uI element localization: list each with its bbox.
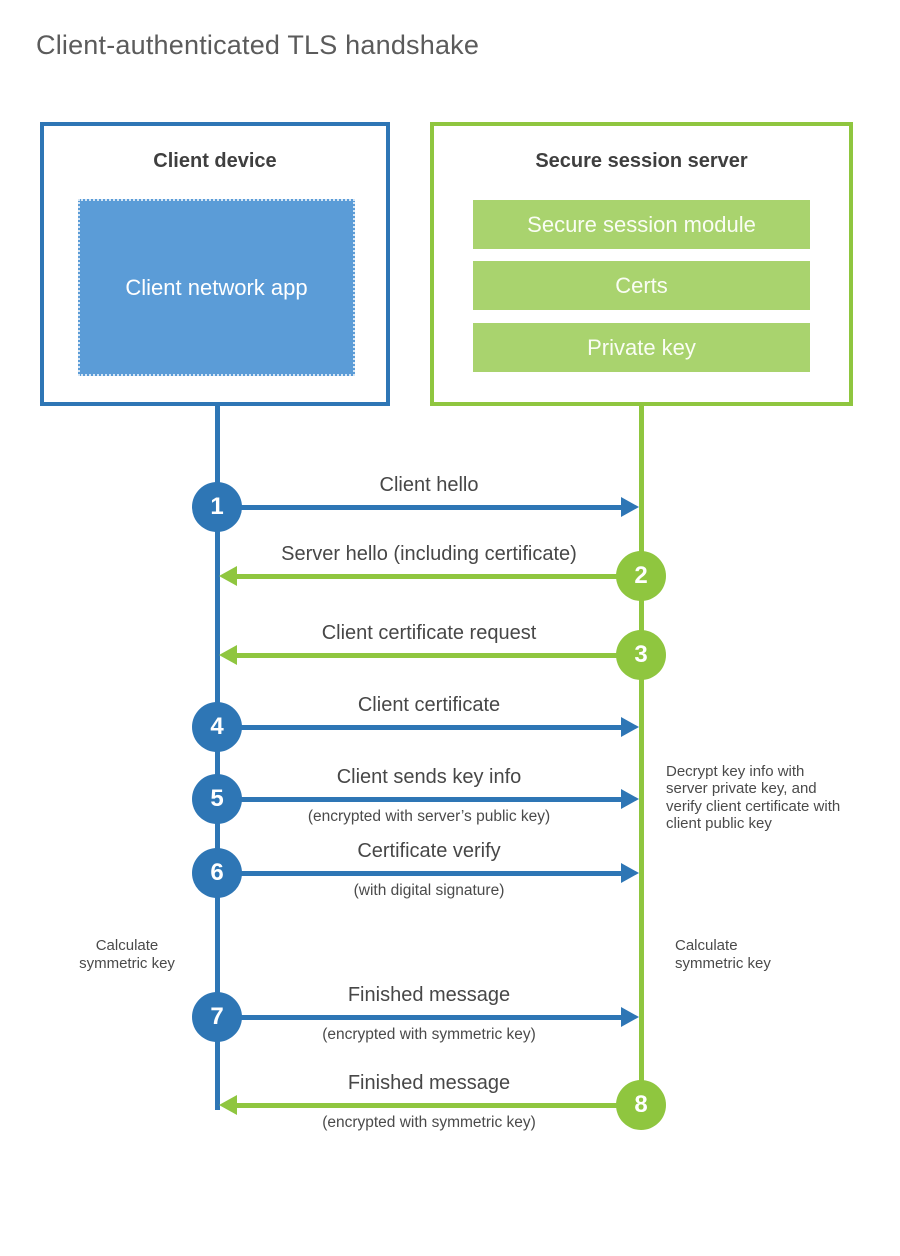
handshake-step-2: Server hello (including certificate) 2 — [0, 531, 900, 621]
client-calculate-symmetric-key-note: Calculate symmetric key — [79, 937, 175, 972]
step-label: Client hello — [379, 474, 479, 496]
step-number-badge: 5 — [192, 774, 242, 824]
step-label: Client certificate — [357, 694, 501, 716]
secure-session-server-box: Secure session server Secure session mod… — [430, 122, 853, 406]
step-label: Client sends key info — [336, 766, 522, 788]
arrow-head-right-icon — [621, 1007, 639, 1027]
step-sublabel: (encrypted with server’s public key) — [307, 808, 551, 825]
step-label: Finished message — [347, 984, 511, 1006]
arrow-head-left-icon — [219, 566, 237, 586]
handshake-step-1: Client hello 1 — [0, 462, 900, 552]
arrow-shaft — [217, 505, 623, 510]
handshake-step-4: Client certificate 4 — [0, 682, 900, 772]
step-number-badge: 3 — [616, 630, 666, 680]
step-label: Finished message — [347, 1072, 511, 1094]
client-lifeline — [215, 404, 220, 1110]
arrow-head-left-icon — [219, 645, 237, 665]
arrow-head-right-icon — [621, 789, 639, 809]
step-number-badge: 2 — [616, 551, 666, 601]
step-number-badge: 1 — [192, 482, 242, 532]
step-label: Certificate verify — [357, 840, 501, 862]
arrow-shaft — [217, 871, 623, 876]
client-device-title: Client device — [153, 150, 277, 172]
server-decrypt-note: Decrypt key info with server private key… — [666, 763, 841, 832]
step-sublabel: (encrypted with symmetric key) — [322, 1026, 536, 1043]
arrow-head-right-icon — [621, 497, 639, 517]
server-calculate-symmetric-key-note: Calculate symmetric key — [675, 937, 771, 972]
handshake-step-7: Finished message 7 (encrypted with symme… — [0, 972, 900, 1062]
step-number-badge: 7 — [192, 992, 242, 1042]
step-number-badge: 4 — [192, 702, 242, 752]
arrow-shaft — [236, 574, 641, 579]
server-lifeline — [639, 404, 644, 1105]
arrow-shaft — [217, 1015, 623, 1020]
secure-session-server-title: Secure session server — [535, 150, 748, 172]
client-device-box: Client device Client network app — [40, 122, 390, 406]
arrow-shaft — [236, 1103, 641, 1108]
arrow-shaft — [217, 725, 623, 730]
arrow-shaft — [217, 797, 623, 802]
arrow-head-right-icon — [621, 863, 639, 883]
handshake-step-8: Finished message 8 (encrypted with symme… — [0, 1060, 900, 1150]
arrow-head-right-icon — [621, 717, 639, 737]
handshake-step-5: Client sends key info 5 (encrypted with … — [0, 754, 900, 844]
step-sublabel: (encrypted with symmetric key) — [322, 1114, 536, 1131]
client-network-app-block: Client network app — [78, 199, 355, 376]
handshake-step-6: Certificate verify 6 (with digital signa… — [0, 828, 900, 918]
arrow-shaft — [236, 653, 641, 658]
step-label: Server hello (including certificate) — [281, 543, 577, 565]
page-title: Client-authenticated TLS handshake — [36, 30, 480, 60]
step-label: Client certificate request — [321, 622, 537, 644]
step-number-badge: 8 — [616, 1080, 666, 1130]
arrow-head-left-icon — [219, 1095, 237, 1115]
client-network-app-label: Client network app — [125, 274, 308, 300]
step-number-badge: 6 — [192, 848, 242, 898]
handshake-step-3: Client certificate request 3 — [0, 610, 900, 700]
server-module-bar: Private key — [473, 323, 810, 372]
server-module-bar: Secure session module — [473, 200, 810, 249]
step-sublabel: (with digital signature) — [353, 882, 505, 899]
server-module-bar: Certs — [473, 261, 810, 310]
